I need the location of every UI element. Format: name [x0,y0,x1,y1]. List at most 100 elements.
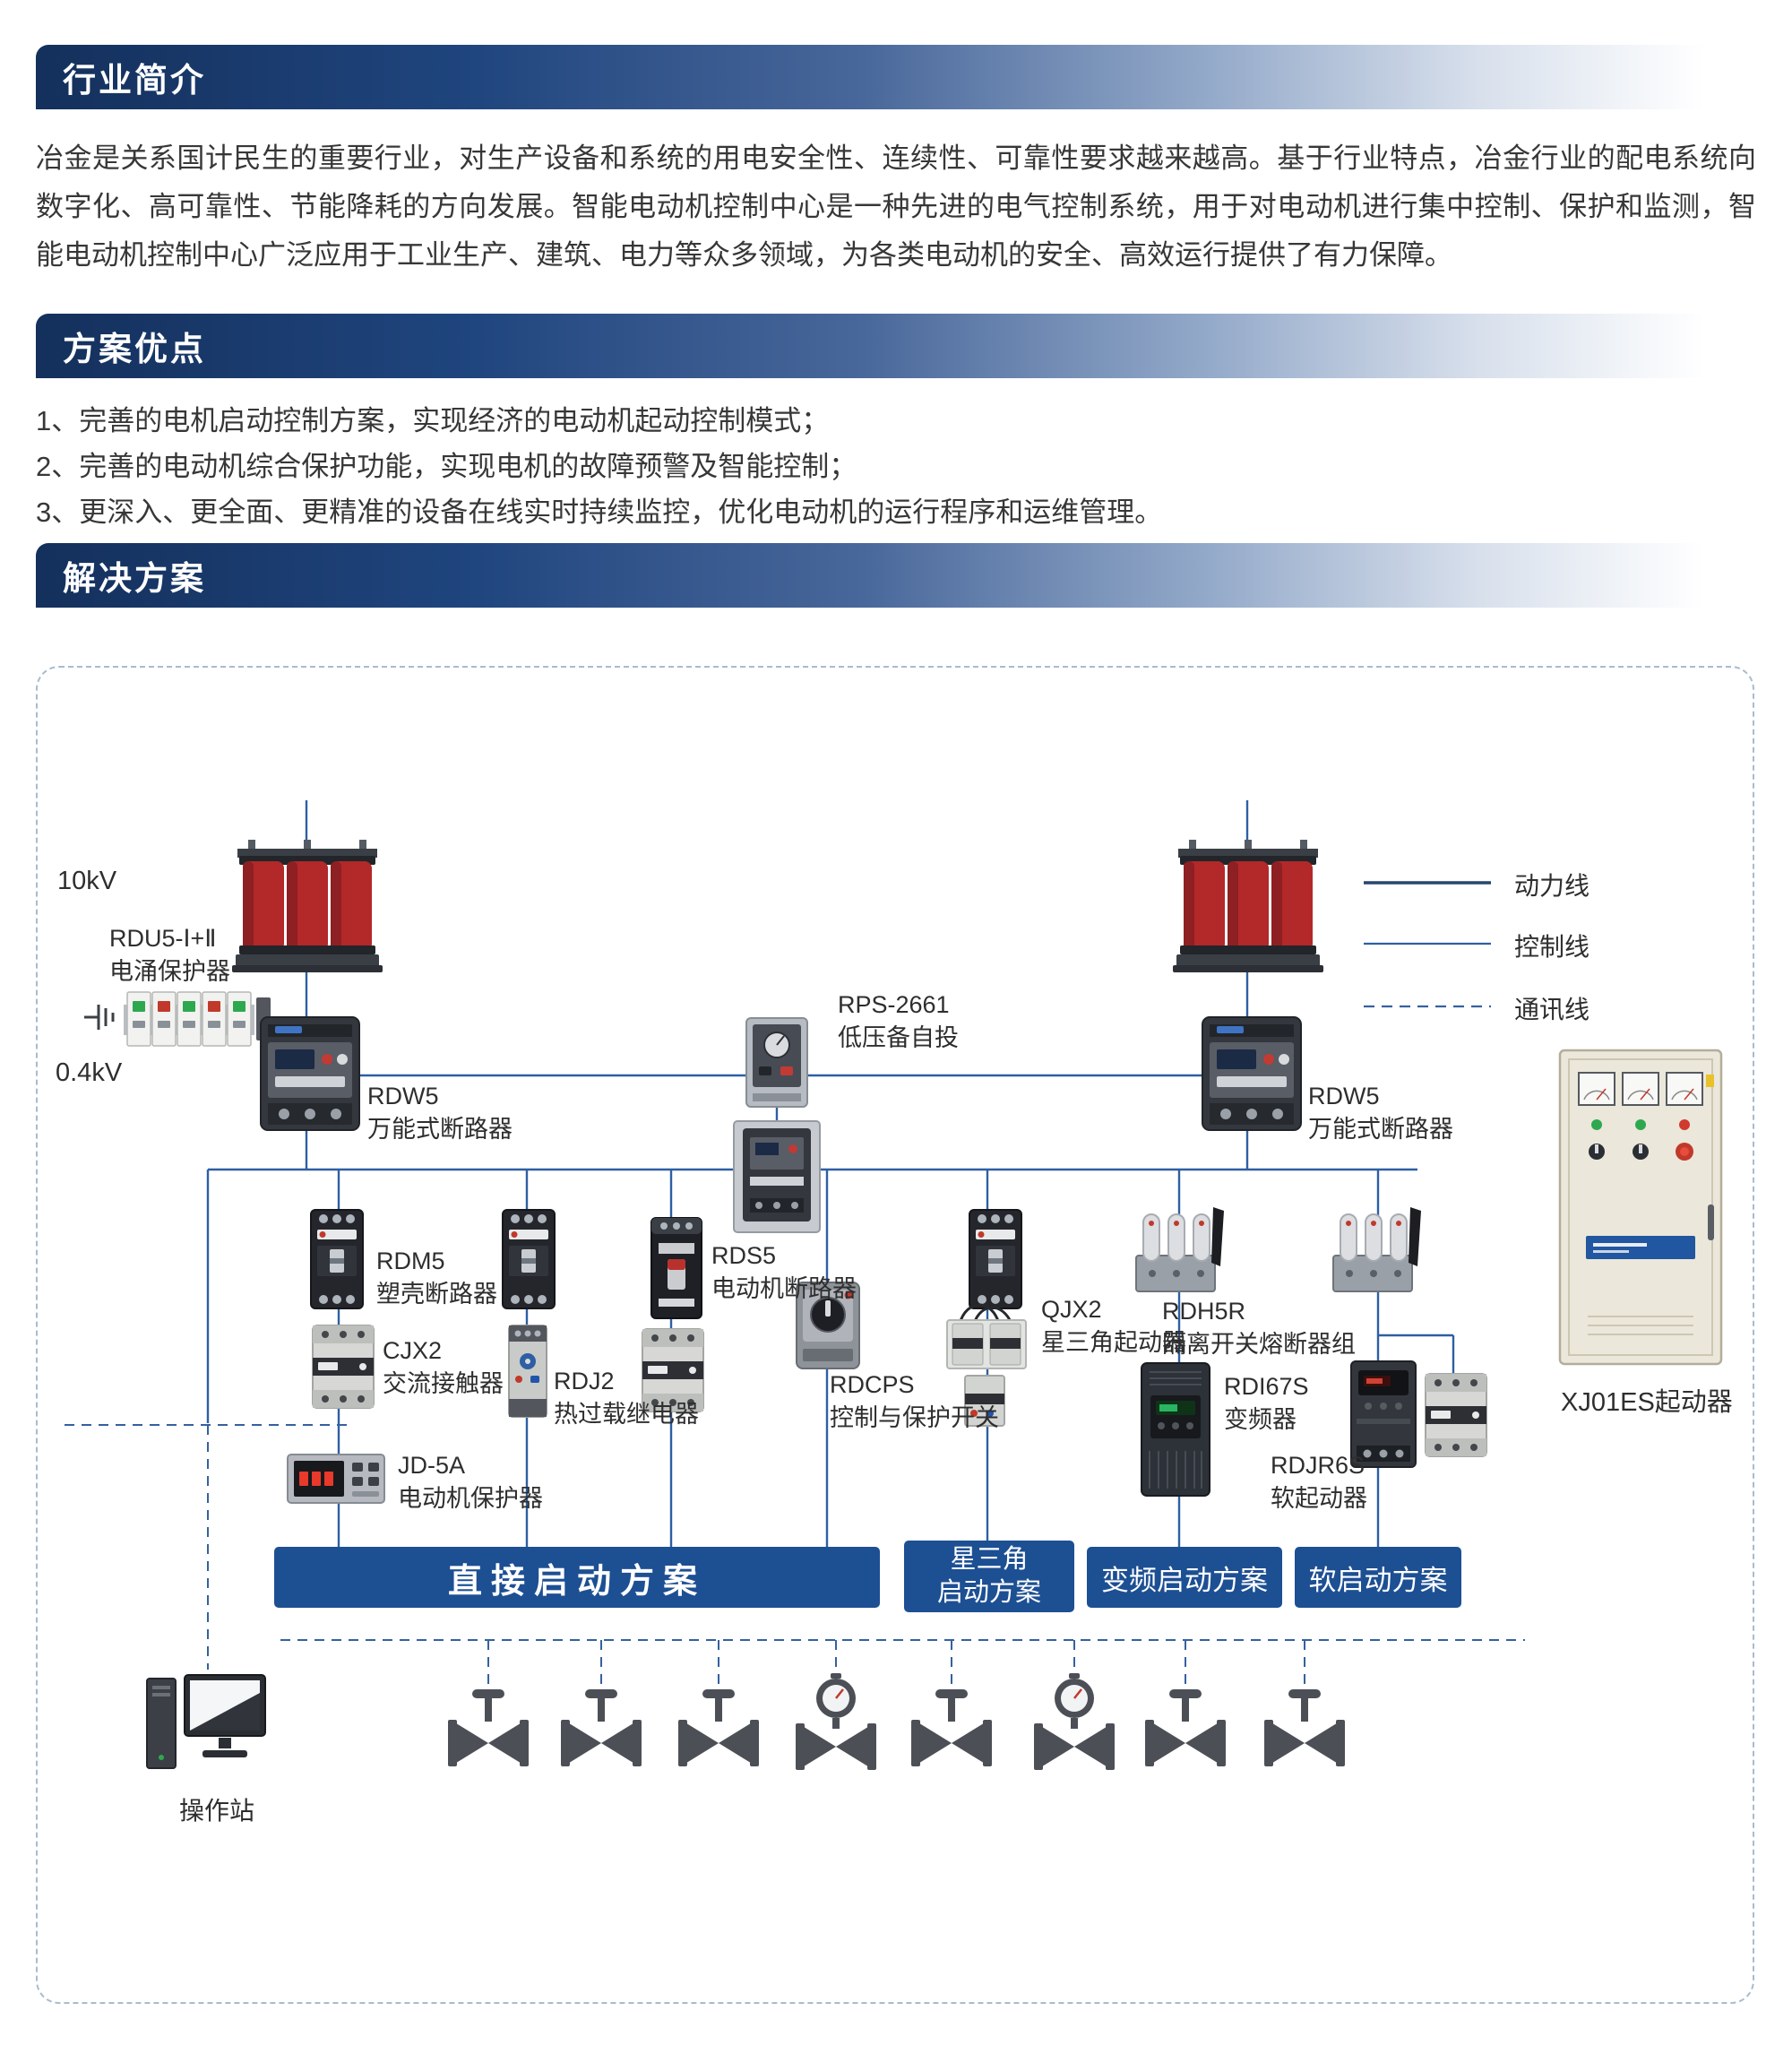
mccb-branch2-icon [502,1209,556,1309]
label-rdu5: RDU5-Ⅰ+Ⅱ 电涌保护器 [109,922,230,988]
label-cjx2-code: CJX2 [383,1337,443,1364]
transformer-right-icon [1173,840,1323,972]
scheme-direct-start-label: 直接启动方案 [447,1562,706,1601]
valve-icon-4 [911,1689,992,1766]
solution-title: 解决方案 [63,560,206,597]
label-operator-station: 操作站 [179,1797,255,1825]
label-rps: RPS-2661 低压备自投 [838,988,959,1055]
mccb-branch5-icon [969,1209,1022,1309]
scheme-soft-start: 软启动方案 [1295,1547,1461,1608]
diagram-canvas [65,800,1723,1772]
valve-icon-3 [678,1689,759,1766]
legend-label-power: 动力线 [1514,872,1590,900]
advantage-item-1: 1、完善的电机启动控制方案，实现经济的电动机起动控制模式； [36,405,830,436]
label-rdu5-desc: 电涌保护器 [109,958,230,985]
label-rdh5r-code: RDH5R [1162,1298,1246,1325]
label-qjx2-desc: 星三角起动器 [1041,1329,1186,1356]
label-rdi67s-code: RDI67S [1224,1373,1309,1400]
label-rdcps-desc: 控制与保护开关 [830,1404,999,1431]
meter-valve-icon-1 [796,1673,876,1772]
tie-breaker-icon [733,1120,821,1233]
advantages-list: 1、完善的电机启动控制方案，实现经济的电动机起动控制模式； 2、完善的电动机综合… [36,398,1756,535]
advantage-item-3: 3、更深入、更全面、更精准的设备在线实时持续监控，优化电动机的运行程序和运维管理… [36,496,1163,528]
motor-protector-jd5a-icon [287,1454,385,1504]
operator-station-icon [146,1674,266,1769]
motor-breaker-rds5-icon [650,1217,702,1319]
label-rdh5r: RDH5R 隔离开关熔断器组 [1162,1295,1356,1361]
transformer-left-icon [232,840,383,972]
intro-title: 行业简介 [63,62,206,99]
valve-icon-1 [448,1689,529,1766]
contactor-cjx2-icon [312,1325,375,1409]
label-rdw5-left: RDW5 万能式断路器 [367,1080,513,1146]
label-rdh5r-desc: 隔离开关熔断器组 [1162,1331,1356,1358]
scheme-soft-start-label: 软启动方案 [1308,1564,1448,1596]
label-rdjr6s: RDJR6S 软起动器 [1271,1449,1367,1515]
scheme-star-delta-line2: 启动方案 [936,1578,1041,1607]
label-rdj2-code: RDJ2 [554,1368,615,1394]
label-rdi67s: RDI67S 变频器 [1224,1370,1309,1437]
switch-fuse-branch7-icon [1332,1206,1422,1292]
surge-protector-icon [82,990,272,1048]
scheme-vfd-start: 变频启动方案 [1087,1547,1282,1608]
valve-icon-2 [561,1689,642,1766]
label-rds5: RDS5 电动机断路器 [711,1239,857,1306]
advantage-item-2: 2、完善的电动机综合保护功能，实现电机的故障预警及智能控制； [36,451,857,482]
scheme-star-delta-line1: 星三角 [950,1545,1029,1574]
switch-fuse-rdh5r-icon [1135,1206,1225,1292]
label-rds5-desc: 电动机断路器 [711,1275,857,1302]
label-cjx2: CJX2 交流接触器 [383,1334,504,1401]
ats-controller-icon [745,1017,808,1108]
label-rdcps: RDCPS 控制与保护开关 [830,1368,999,1435]
label-rdw5-left-desc: 万能式断路器 [367,1116,513,1143]
mccb-rdm5-icon [310,1209,364,1309]
label-rdu5-code: RDU5-Ⅰ+Ⅱ [109,925,217,952]
voltage-10kv-label: 10kV [57,867,117,895]
scheme-star-delta-start: 星三角 启动方案 [904,1541,1074,1612]
meter-valve-icon-2 [1034,1673,1115,1772]
starter-cabinet-icon [1558,1049,1723,1366]
label-rdm5: RDM5 塑壳断路器 [376,1245,497,1311]
communication-lines [65,1424,1525,1698]
label-jd5a-code: JD-5A [398,1452,466,1479]
intro-paragraph: 冶金是关系国计民生的重要行业，对生产设备和系统的用电安全性、连续性、可靠性要求越… [36,142,1756,271]
label-rdj2-desc: 热过载继电器 [554,1401,699,1428]
legend-label-control: 控制线 [1514,933,1590,961]
label-rdw5-right-desc: 万能式断路器 [1308,1116,1453,1143]
vfd-rdi67s-icon [1141,1362,1210,1497]
valve-icon-6 [1264,1689,1345,1766]
label-rdcps-code: RDCPS [830,1371,915,1398]
label-cabinet: XJ01ES起动器 [1561,1388,1733,1417]
label-rdw5-right: RDW5 万能式断路器 [1308,1080,1453,1146]
label-rdw5-right-code: RDW5 [1308,1083,1380,1109]
section-banner-advantages: 方案优点 [36,314,1756,378]
air-circuit-breaker-left-icon [260,1016,360,1131]
label-qjx2: QJX2 星三角起动器 [1041,1293,1186,1360]
scheme-vfd-start-label: 变频启动方案 [1101,1564,1268,1596]
label-rds5-code: RDS5 [711,1242,777,1269]
solution-diagram: 10kV 0.4kV 动力线 控制线 通讯线 RDU5-Ⅰ+Ⅱ 电涌保护器 RD… [36,666,1754,2004]
label-cjx2-desc: 交流接触器 [383,1370,504,1397]
section-banner-solution: 解决方案 [36,543,1756,608]
label-rdm5-desc: 塑壳断路器 [376,1281,497,1308]
label-rps-desc: 低压备自投 [838,1024,959,1051]
voltage-04kv-label: 0.4kV [56,1058,123,1087]
label-rdm5-code: RDM5 [376,1247,445,1274]
thermal-relay-rdj2-icon [508,1325,547,1418]
air-circuit-breaker-right-icon [1202,1016,1302,1131]
label-rdi67s-desc: 变频器 [1224,1406,1297,1433]
label-jd5a: JD-5A 电动机保护器 [398,1449,543,1515]
label-rdjr6s-code: RDJR6S [1271,1452,1366,1479]
legend-label-comm: 通讯线 [1514,996,1590,1023]
label-rdw5-left-code: RDW5 [367,1083,439,1109]
label-rdjr6s-desc: 软起动器 [1271,1485,1367,1512]
label-rps-code: RPS-2661 [838,991,950,1018]
scheme-direct-start: 直接启动方案 [274,1547,880,1608]
advantages-title: 方案优点 [63,331,206,367]
label-qjx2-code: QJX2 [1041,1296,1102,1323]
label-rdj2: RDJ2 热过载继电器 [554,1365,699,1431]
valve-icon-5 [1145,1689,1226,1766]
contactor-branch7-icon [1425,1373,1487,1457]
section-banner-intro: 行业简介 [36,45,1756,109]
